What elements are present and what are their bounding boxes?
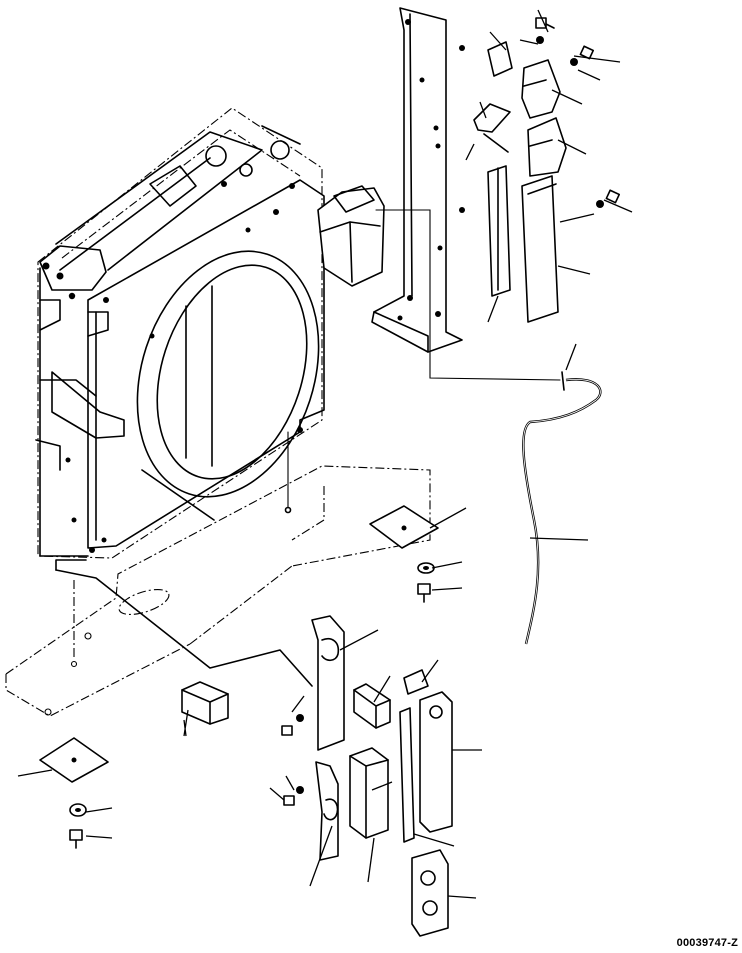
reservoir-tank — [317, 185, 561, 381]
drawing-number: 00039747-Z — [676, 937, 738, 949]
callout-leaders — [17, 9, 633, 899]
mount-pad-right — [369, 505, 439, 603]
hex-bolt-icon — [417, 583, 431, 603]
base-frame — [5, 465, 431, 717]
hex-bolt-icon — [281, 725, 293, 736]
upper-bracket-plate — [371, 7, 465, 353]
hex-bolt-icon — [605, 189, 621, 204]
hex-bolt-icon — [283, 795, 295, 806]
hex-bolt-icon — [579, 45, 595, 60]
lower-parts — [181, 615, 453, 937]
mount-pad-left — [39, 737, 109, 849]
upper-right-parts — [473, 17, 621, 323]
hex-bolt-icon — [69, 829, 83, 849]
overflow-hose — [522, 371, 602, 645]
radiator-assembly — [35, 107, 325, 559]
